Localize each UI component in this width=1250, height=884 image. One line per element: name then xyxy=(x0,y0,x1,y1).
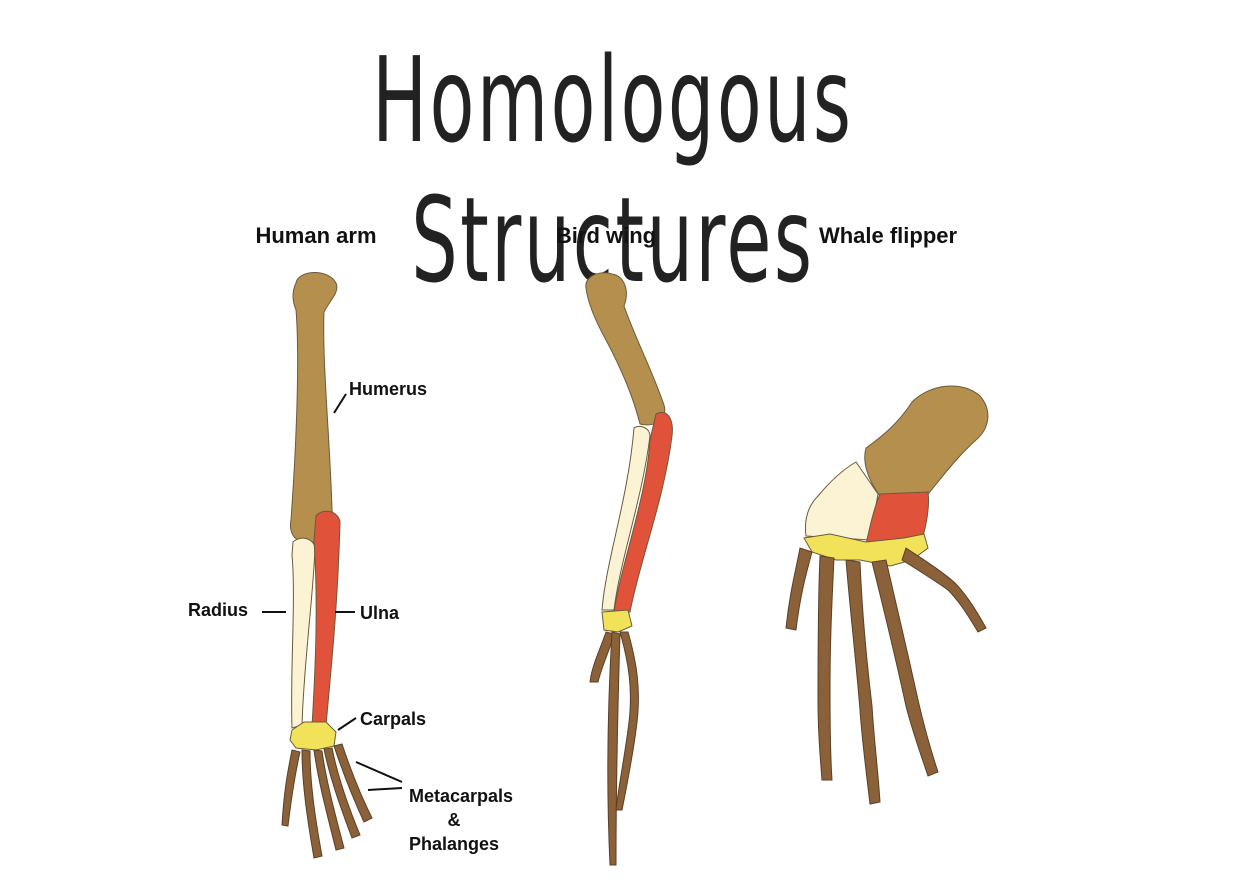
human-phalanges xyxy=(281,743,373,859)
bird-wing xyxy=(585,272,673,866)
label-ampersand: & xyxy=(448,810,461,830)
page-title: Homologous Structures xyxy=(372,31,854,309)
leader-metacarpals xyxy=(355,761,403,791)
label-carpals: Carpals xyxy=(360,709,426,729)
whale-humerus xyxy=(864,385,989,497)
human-radius xyxy=(291,537,316,729)
label-phalanges: Phalanges xyxy=(409,834,499,854)
whale-radius xyxy=(805,461,879,541)
bird-radius xyxy=(601,425,651,611)
heading-bird-wing: Bird wing xyxy=(556,223,656,248)
leader-carpals xyxy=(337,717,357,731)
human-ulna xyxy=(311,510,341,727)
bird-phalanges xyxy=(589,631,639,866)
heading-whale-flipper: Whale flipper xyxy=(819,223,958,248)
human-humerus xyxy=(289,272,338,544)
human-arm xyxy=(281,272,373,859)
heading-human-arm: Human arm xyxy=(255,223,376,248)
whale-flipper xyxy=(785,385,989,805)
label-metacarpals: Metacarpals xyxy=(409,786,513,806)
bird-carpals xyxy=(601,609,633,633)
label-ulna: Ulna xyxy=(360,603,400,623)
bird-ulna xyxy=(613,412,673,613)
human-carpals xyxy=(289,721,337,751)
bird-humerus xyxy=(585,272,666,426)
whale-phalanges xyxy=(785,547,987,805)
leader-humerus xyxy=(333,393,347,414)
label-humerus: Humerus xyxy=(349,379,427,399)
label-radius: Radius xyxy=(188,600,248,620)
